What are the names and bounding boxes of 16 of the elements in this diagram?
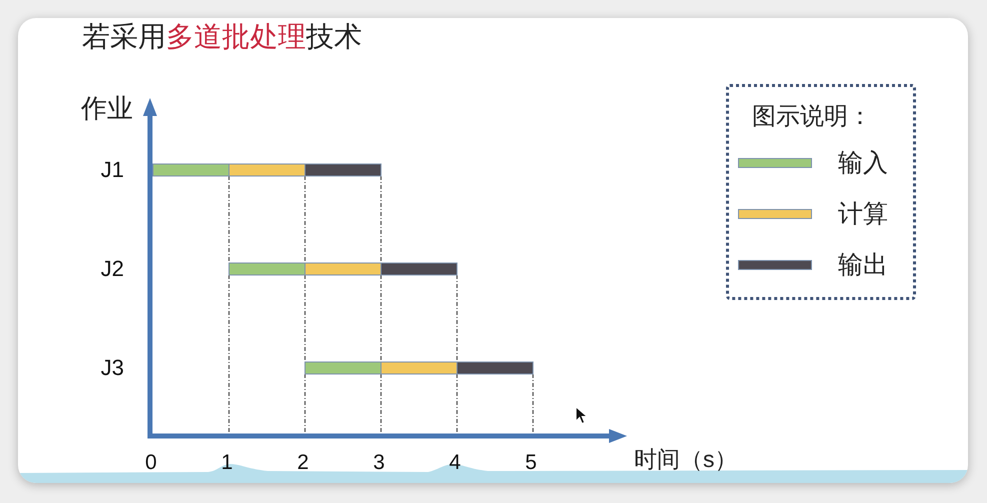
legend-text: 输出 — [838, 250, 888, 280]
category-label: J1 — [100, 157, 124, 183]
legend-text: 输入 — [838, 148, 888, 178]
tick-label: 5 — [525, 451, 537, 475]
tick-label: 2 — [297, 451, 309, 475]
slide-title: 若采用多道批处理技术 — [82, 20, 362, 54]
legend-text: 计算 — [838, 199, 888, 229]
tick-label: 1 — [221, 451, 233, 475]
tick-label: 4 — [449, 451, 461, 475]
axis-title: 时间（s） — [634, 445, 738, 473]
category-label: J2 — [100, 256, 124, 282]
category-label: J3 — [100, 355, 124, 381]
tick-label: 3 — [373, 451, 385, 475]
tick-label: 0 — [145, 451, 157, 475]
axis-title: 作业 — [81, 93, 133, 123]
legend-title: 图示说明： — [752, 103, 872, 131]
